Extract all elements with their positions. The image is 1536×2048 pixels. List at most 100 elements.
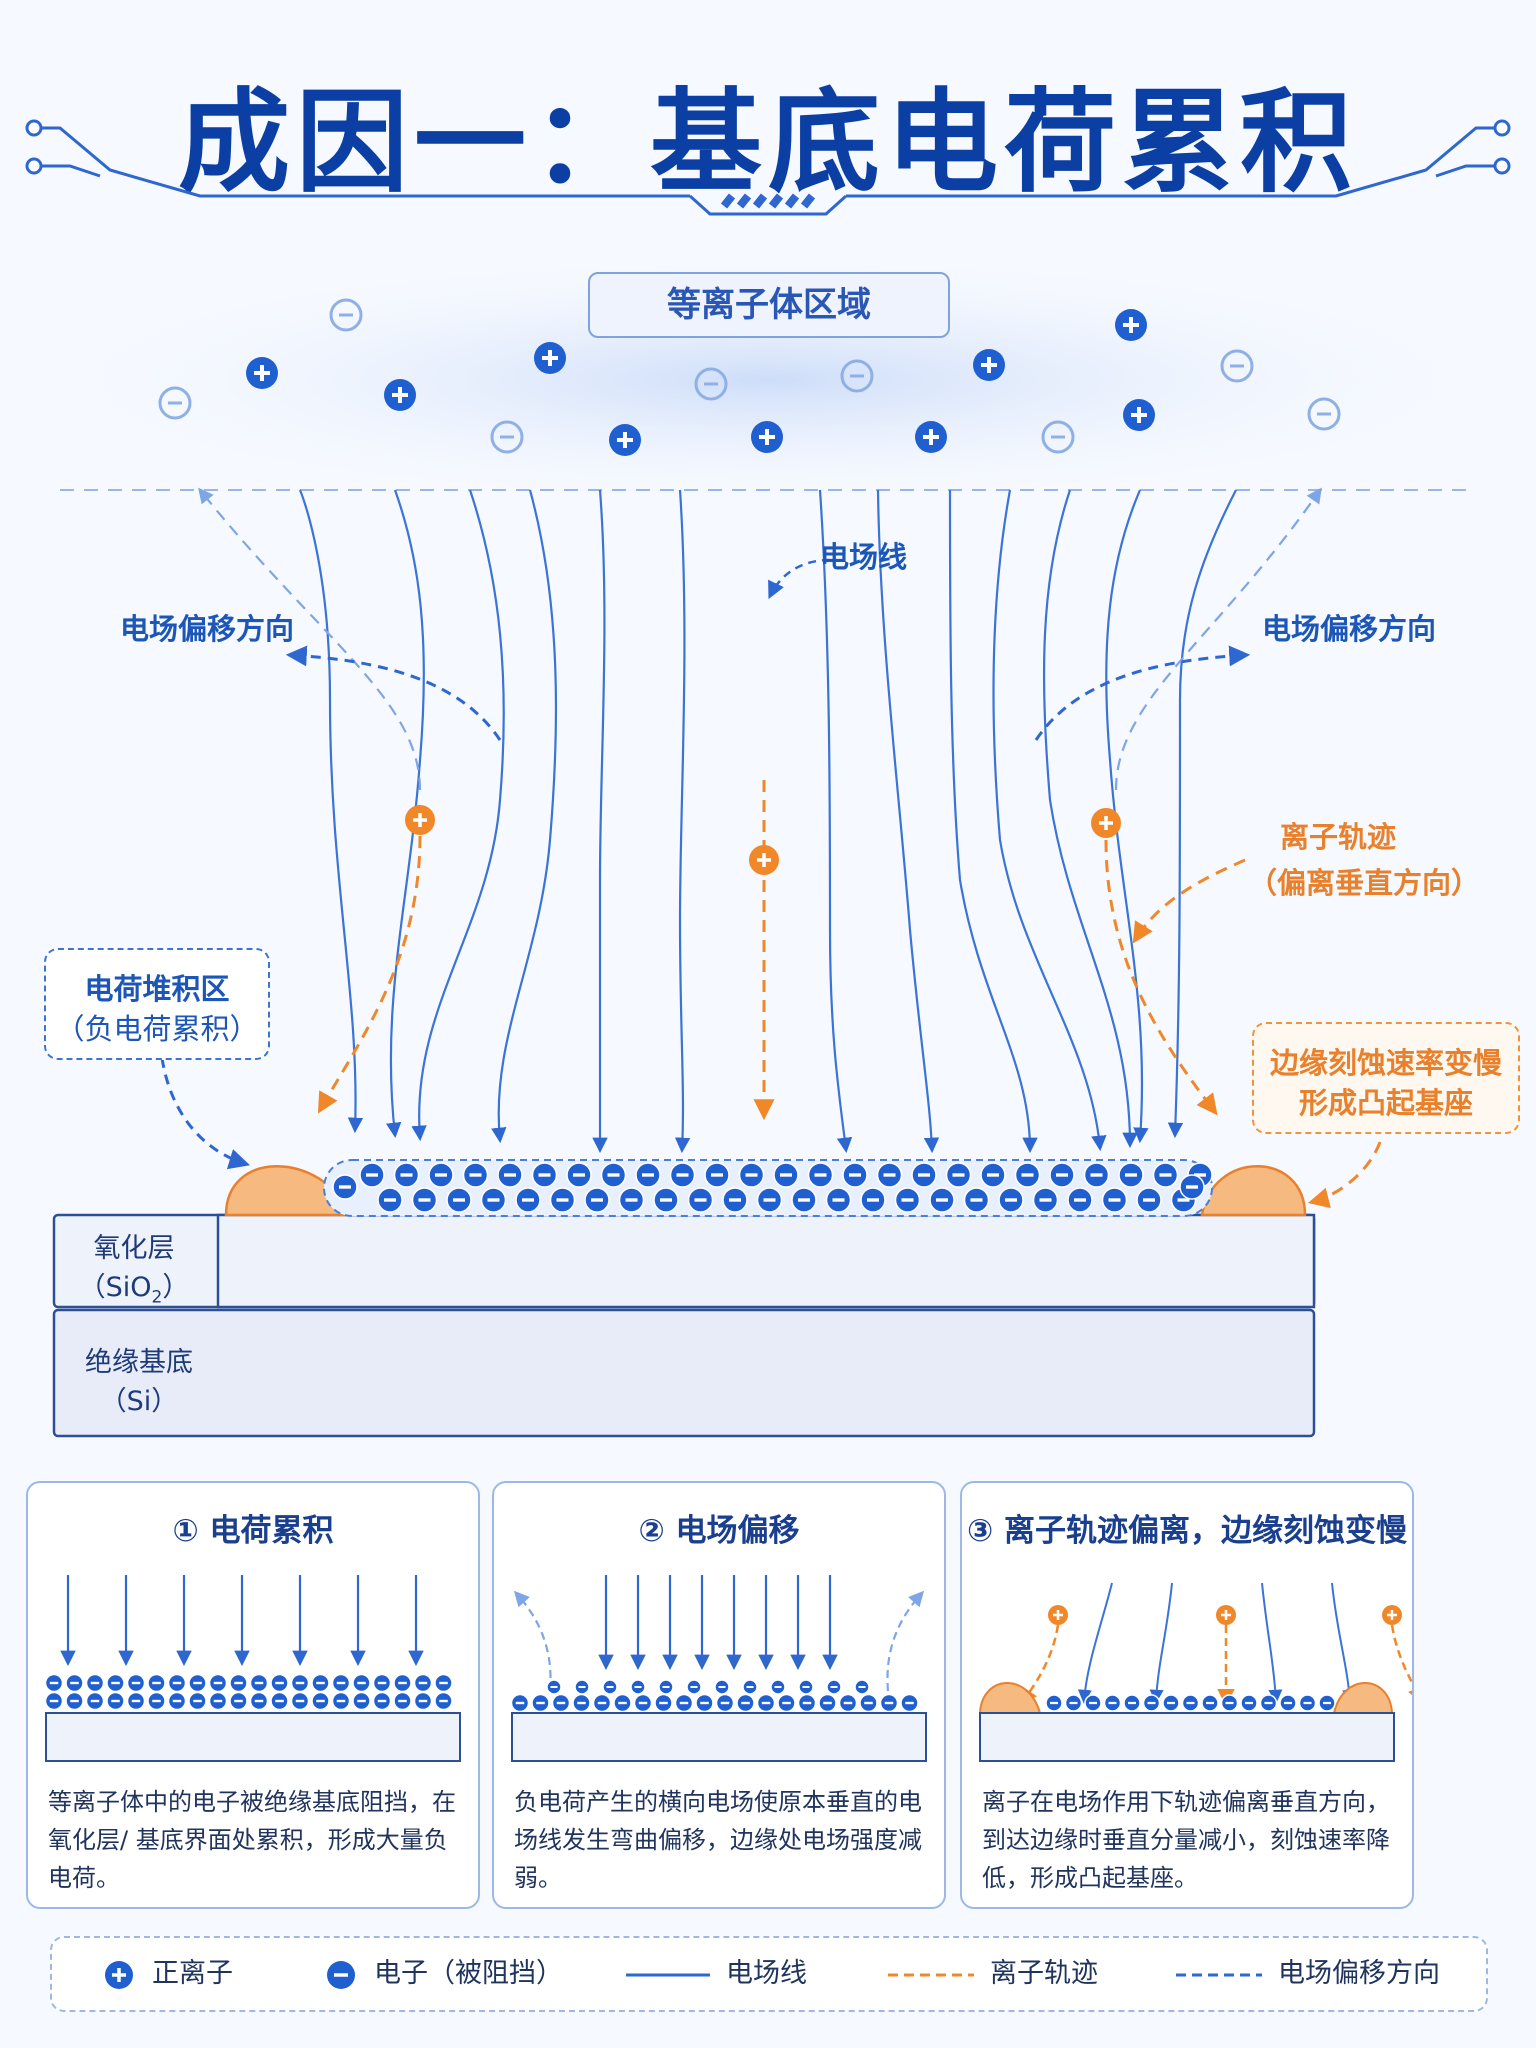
electron (791, 1187, 817, 1213)
electron (1118, 1162, 1144, 1188)
electron (602, 1679, 618, 1695)
legend-electron: 电子（被阻挡） (374, 1958, 563, 1989)
electron (106, 1673, 125, 1693)
panel-charge-accumulation: ① 电荷累积 等离子体中的电子被绝缘基底阻挡，在氧化层/ 基底界面处累积，形成大… (26, 1481, 480, 1909)
electron (876, 1162, 903, 1188)
ion-trajectories (317, 780, 1382, 1209)
electron (807, 1162, 834, 1188)
electron (377, 1187, 403, 1213)
charge-zone-note: （负电荷累积） (55, 1012, 259, 1046)
electron (428, 1162, 454, 1188)
electron (549, 1187, 576, 1213)
electron (359, 1162, 385, 1188)
electron (480, 1187, 507, 1213)
electron (742, 1679, 758, 1695)
electron (860, 1187, 886, 1213)
electron-icon (327, 1961, 355, 1989)
electron (188, 1691, 207, 1711)
electron (1307, 397, 1341, 431)
electron (722, 1187, 748, 1213)
electron (44, 1691, 64, 1711)
electron (1201, 1694, 1219, 1712)
panel-title: ① 电荷累积 (172, 1513, 334, 1549)
electron (311, 1691, 330, 1711)
ion-trajectory-label: 离子轨迹 (1279, 820, 1396, 854)
electron (653, 1187, 679, 1213)
electron (825, 1187, 852, 1213)
oxide-layer-label: 氧化层 （SiO2） (64, 1226, 204, 1307)
electron (1220, 349, 1254, 383)
edge-pedestal-right (1200, 1165, 1307, 1217)
electron (413, 1691, 433, 1711)
electron (515, 1187, 541, 1213)
electron (85, 1673, 105, 1693)
electron (842, 1162, 868, 1188)
electron (393, 1162, 420, 1188)
electron (600, 1162, 627, 1188)
electron (329, 298, 363, 332)
electron (674, 1693, 694, 1713)
electron (510, 1693, 530, 1713)
electron (635, 1162, 661, 1188)
electron (1064, 1694, 1083, 1712)
electron (694, 367, 728, 401)
electron (167, 1673, 187, 1693)
electron (572, 1693, 591, 1713)
electron (352, 1691, 371, 1711)
electron (1220, 1694, 1239, 1712)
positive-ion-icon (105, 1961, 133, 1989)
substrate-layer-name: 绝缘基底 (85, 1347, 193, 1378)
panel-description: 等离子体中的电子被绝缘基底阻挡，在氧化层/ 基底界面处累积，形成大量负电荷。 (48, 1788, 456, 1892)
panel-2-illustration (510, 1575, 927, 1762)
electron (1298, 1694, 1317, 1712)
plasma-particles (158, 298, 1341, 456)
electron (1083, 1162, 1110, 1188)
electron (900, 1693, 919, 1713)
substrate-layer-label: 绝缘基底 （Si） (64, 1340, 214, 1418)
electron (929, 1187, 955, 1213)
electron (551, 1693, 571, 1713)
electron (592, 1693, 612, 1713)
substrate-layer-formula: （Si） (99, 1386, 179, 1417)
electron (290, 1673, 310, 1693)
electron (188, 1673, 207, 1693)
electron (462, 1162, 489, 1188)
electron (531, 1162, 558, 1188)
electron (270, 1691, 289, 1711)
electron (715, 1693, 735, 1713)
field-offset-left-label: 电场偏移方向 (120, 612, 295, 646)
electron (1279, 1694, 1297, 1712)
edge-etch-line1: 边缘刻蚀速率变慢 (1269, 1046, 1502, 1080)
electron (756, 1187, 783, 1213)
electron (147, 1673, 166, 1693)
electron (574, 1679, 590, 1695)
field-line-pointer (768, 558, 831, 600)
electron (1240, 1694, 1258, 1712)
electron (126, 1691, 146, 1711)
field-offset-arrows (285, 645, 1251, 741)
charge-zone-pointer (160, 1057, 251, 1170)
page-title: 成因一：基底电荷累积 (178, 78, 1358, 208)
electron (1101, 1187, 1128, 1213)
positive-ion (1123, 399, 1155, 431)
electron (208, 1673, 228, 1693)
panel-title: ② 电场偏移 (638, 1513, 800, 1549)
electron (618, 1187, 645, 1213)
electron (911, 1162, 937, 1188)
electron (756, 1693, 776, 1713)
ion-trajectory-icon (888, 1973, 974, 1977)
panel-field-offset: ② 电场偏移 负电荷产生的横向电场使原本垂直的电场线发生弯曲偏移，边缘处电场强度… (492, 1481, 946, 1909)
electron (229, 1673, 248, 1693)
electron (372, 1691, 392, 1711)
electron (879, 1693, 899, 1713)
electron (147, 1691, 166, 1711)
bent-field-lines (198, 487, 1322, 791)
charge-zone-box: 电荷堆积区 （负电荷累积） (44, 948, 270, 1060)
electron (613, 1693, 632, 1713)
electron (1259, 1694, 1278, 1712)
legend-ion-trajectory: 离子轨迹 (990, 1958, 1098, 1989)
electron (738, 1162, 765, 1188)
electron (249, 1673, 269, 1693)
electron (497, 1162, 523, 1188)
positive-ion (246, 357, 278, 389)
